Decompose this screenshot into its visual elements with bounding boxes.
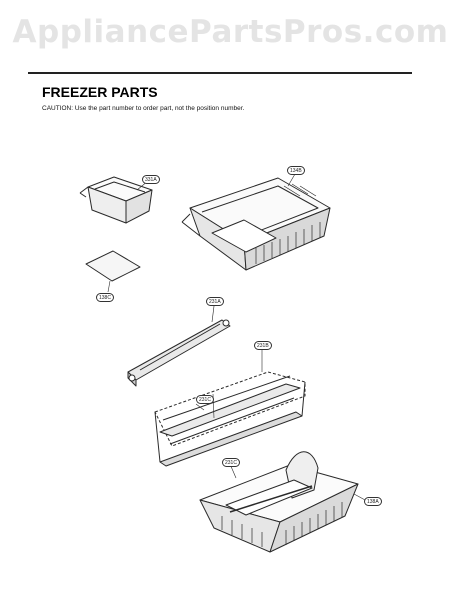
callout-rail-c: 231C: [196, 395, 214, 404]
callout-lower-basket: 138A: [364, 497, 382, 506]
callout-upper-basket: 134B: [287, 166, 305, 175]
callout-rail-b: 231B: [254, 341, 272, 350]
callout-cover-plate: 138C: [96, 293, 114, 302]
cover-plate-part: [85, 250, 141, 282]
small-tray-part: [79, 176, 153, 224]
caution-note: CAUTION: Use the part number to order pa…: [42, 105, 245, 112]
lower-basket-part: [199, 451, 359, 553]
rail-frame-part: [154, 371, 306, 467]
header-divider: [28, 72, 412, 74]
rail-a-part: [127, 319, 231, 387]
watermark-logo: AppliancePartsPros.com: [12, 14, 449, 50]
page-title: FREEZER PARTS: [42, 84, 158, 100]
callout-rail-d: 231C: [222, 458, 240, 467]
upper-basket-part: [181, 177, 331, 271]
callout-rail-a: 231A: [206, 297, 224, 306]
callout-small-tray: 331A: [142, 175, 160, 184]
